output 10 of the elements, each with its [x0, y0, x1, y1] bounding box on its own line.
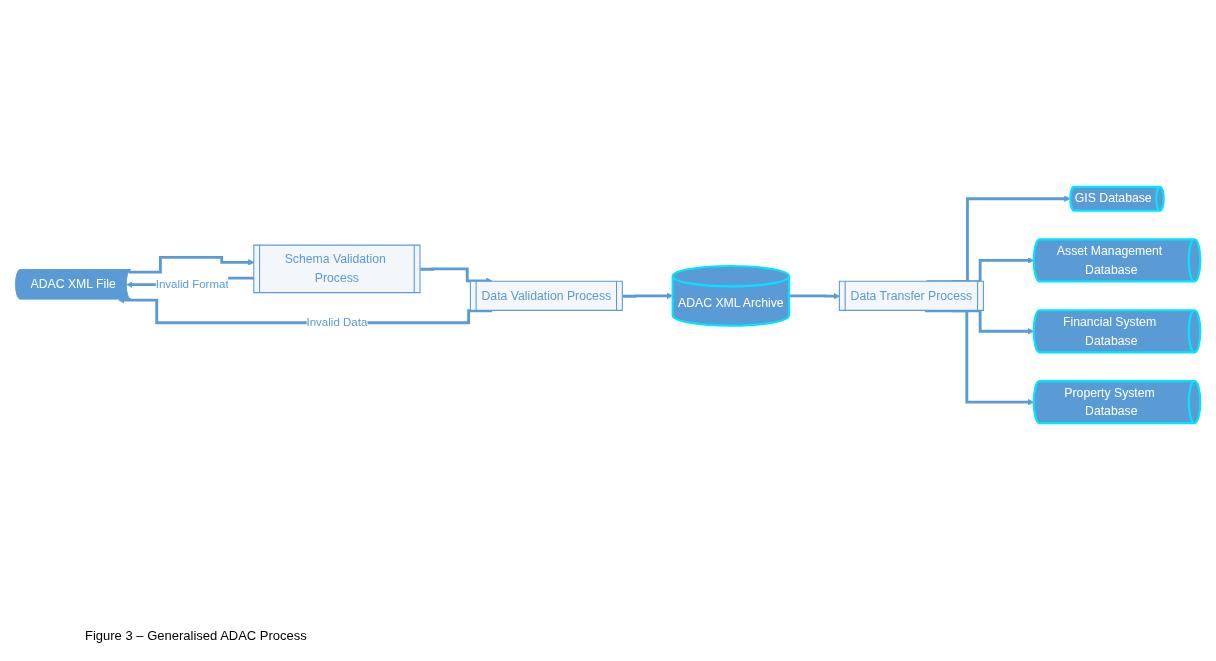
figure-caption: Figure 3 – Generalised ADAC Process — [85, 628, 307, 643]
node-text: Asset Management Database — [1056, 244, 1163, 277]
edge-label: Invalid Format — [155, 277, 229, 291]
node-text: Property System Database — [1064, 385, 1155, 418]
edge-label: Invalid Data — [306, 316, 368, 329]
arrow — [128, 255, 255, 274]
node-text: Financial System Database — [1062, 315, 1157, 348]
node-text: GIS Database — [1074, 191, 1152, 206]
arrow — [622, 292, 673, 299]
arrow — [789, 293, 841, 300]
